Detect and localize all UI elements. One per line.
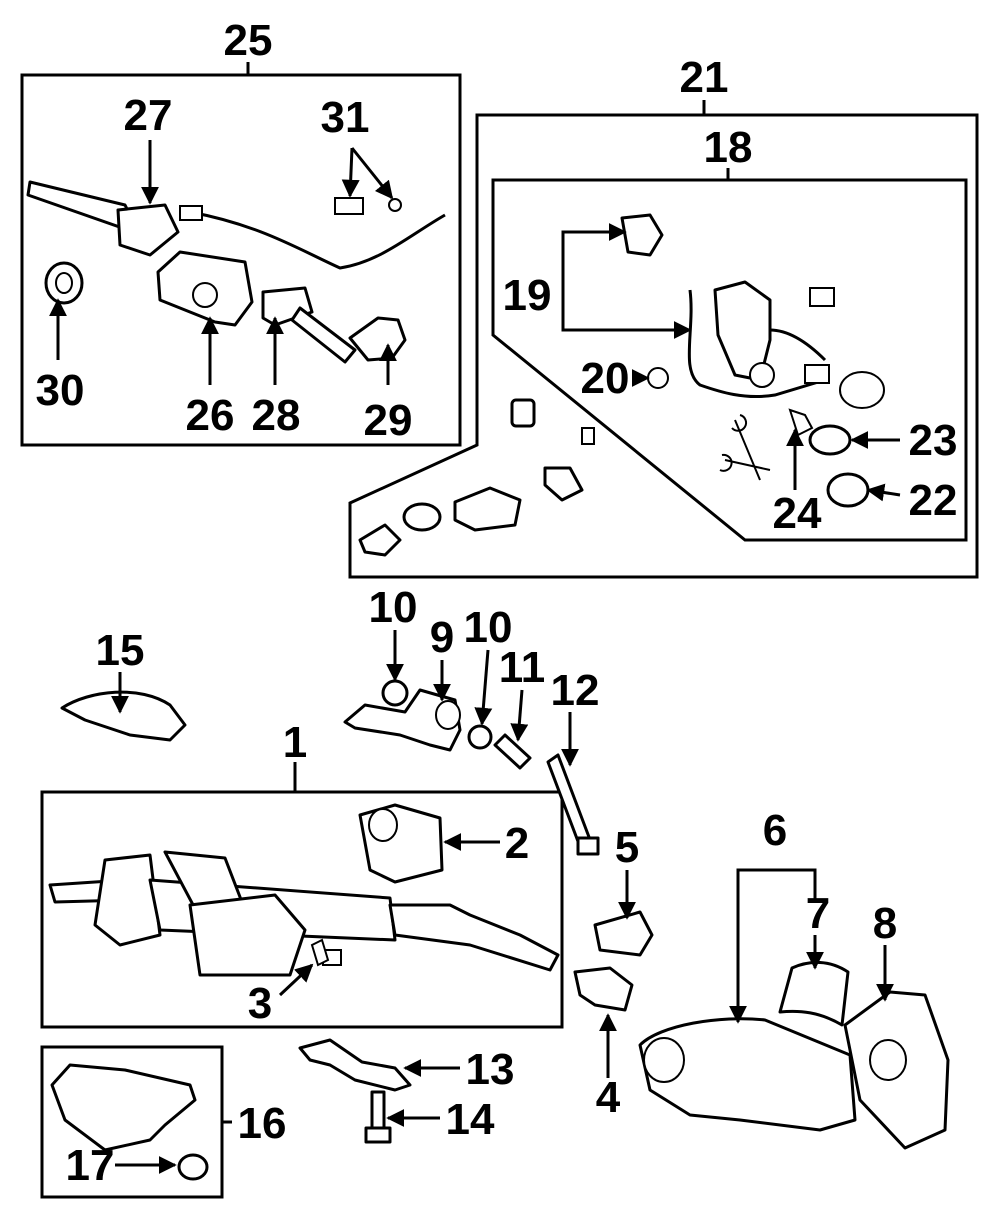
part-11-sleeve bbox=[493, 733, 532, 770]
part-10-bushing-b bbox=[467, 724, 493, 750]
part-5-joint bbox=[593, 910, 654, 957]
callout-19: 19 bbox=[503, 271, 552, 320]
arrow-3 bbox=[278, 963, 314, 997]
callout-27: 27 bbox=[124, 91, 173, 140]
part-13-bracket bbox=[298, 1038, 412, 1092]
part-14-bolt-head bbox=[364, 1126, 392, 1144]
part-10-bushing-a bbox=[381, 679, 409, 707]
callout-24: 24 bbox=[773, 489, 822, 538]
callout-12: 12 bbox=[551, 666, 600, 715]
callout-30: 30 bbox=[36, 366, 85, 415]
arrow-10b bbox=[474, 649, 493, 726]
callout-20: 20 bbox=[581, 354, 630, 403]
arrow-31a bbox=[341, 147, 360, 198]
arrow-31b bbox=[350, 147, 394, 200]
part-22-bezel bbox=[826, 472, 870, 508]
callout-4: 4 bbox=[596, 1073, 621, 1122]
callout-13: 13 bbox=[466, 1045, 515, 1094]
part-30-collar-bore bbox=[55, 272, 73, 294]
callout-14: 14 bbox=[446, 1095, 495, 1144]
part-31-clip bbox=[388, 198, 402, 212]
part-2-bore bbox=[368, 808, 398, 842]
callout-10b: 10 bbox=[464, 603, 513, 652]
arrow-11 bbox=[510, 689, 529, 742]
part-27-combination-switch bbox=[26, 180, 180, 257]
callout-10a: 10 bbox=[369, 583, 418, 632]
callout-26: 26 bbox=[186, 391, 235, 440]
part-31-connector-a bbox=[334, 197, 364, 215]
callout-17: 17 bbox=[66, 1141, 115, 1190]
group-box-25 bbox=[20, 73, 462, 447]
arrow-22 bbox=[866, 483, 901, 502]
callout-1: 1 bbox=[283, 718, 307, 767]
callout-22: 22 bbox=[909, 476, 958, 525]
part-23-bezel bbox=[808, 424, 852, 456]
part-17-grommet bbox=[177, 1153, 209, 1181]
callout-8: 8 bbox=[873, 899, 897, 948]
part-31-connector-b bbox=[179, 205, 203, 221]
callout-23: 23 bbox=[909, 416, 958, 465]
bracket-6 bbox=[736, 868, 817, 1020]
callout-21: 21 bbox=[680, 53, 729, 102]
part-12-bolt-head bbox=[576, 836, 600, 856]
callout-25: 25 bbox=[224, 16, 273, 65]
group-box-21 bbox=[348, 113, 979, 579]
callout-3: 3 bbox=[248, 979, 272, 1028]
callout-29: 29 bbox=[364, 396, 413, 445]
part-31-wire-harness bbox=[189, 210, 446, 270]
part-ring-top bbox=[839, 371, 885, 409]
part-4-joint bbox=[573, 966, 634, 1012]
part-9-bracket bbox=[343, 688, 462, 752]
part-14-bolt bbox=[370, 1090, 386, 1132]
part-29-cap bbox=[348, 316, 407, 362]
part-15-cover bbox=[60, 690, 187, 742]
callout-16: 16 bbox=[238, 1099, 287, 1148]
group-box-1 bbox=[40, 790, 564, 1029]
callout-6: 6 bbox=[763, 806, 787, 855]
part-26-bore bbox=[192, 282, 218, 308]
callout-28: 28 bbox=[252, 391, 301, 440]
part-lock-hardware bbox=[358, 398, 595, 557]
part-6-opening bbox=[643, 1037, 685, 1083]
callout-18: 18 bbox=[704, 123, 753, 172]
part-16-lower-cover bbox=[50, 1063, 197, 1152]
callout-7: 7 bbox=[806, 889, 830, 938]
callout-2: 2 bbox=[505, 819, 529, 868]
part-20-ring bbox=[647, 367, 669, 389]
group-box-18 bbox=[491, 178, 968, 542]
callout-5: 5 bbox=[615, 823, 639, 872]
callout-9: 9 bbox=[430, 613, 454, 662]
part-1-steering-column bbox=[48, 850, 560, 977]
part-9-bore bbox=[435, 700, 461, 730]
part-28-rod bbox=[261, 286, 357, 364]
part-8-hub bbox=[869, 1039, 907, 1081]
part-24-keys bbox=[719, 408, 814, 481]
callout-15: 15 bbox=[96, 626, 145, 675]
callout-31: 31 bbox=[321, 93, 370, 142]
part-7-cover bbox=[778, 961, 850, 1027]
callout-11: 11 bbox=[499, 643, 546, 692]
part-19-lock-cylinder bbox=[620, 213, 835, 399]
